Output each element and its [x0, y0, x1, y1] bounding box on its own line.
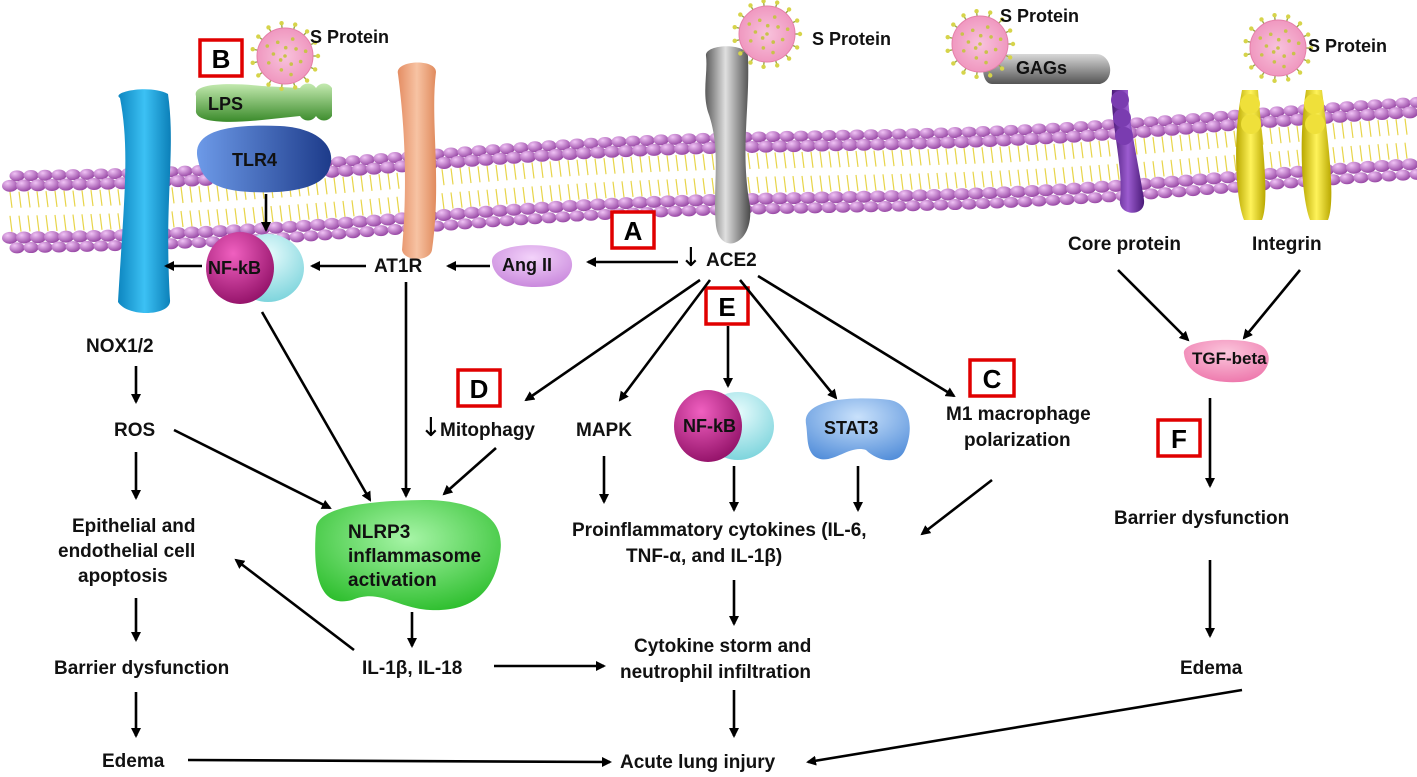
- stat3-blob: STAT3: [805, 398, 910, 461]
- apoptosis-label-line3: apoptosis: [78, 566, 168, 587]
- arrow-edema-right-to-acute-lung-injury: [806, 688, 1243, 766]
- lps-label: LPS: [208, 94, 243, 114]
- il1b-il18-label: IL-1β, IL-18: [362, 658, 462, 679]
- panel-label-b: B: [198, 38, 244, 78]
- m1-macrophage-label-line2: polarization: [964, 430, 1071, 451]
- svg-text:A: A: [624, 216, 643, 246]
- nfkb-left-label: NF-kB: [208, 258, 261, 278]
- barrier-dysfunction-left-label: Barrier dysfunction: [54, 658, 229, 679]
- arrow-il1b-to-apoptosis: [234, 558, 355, 652]
- s-protein-label-integrin: S Protein: [1308, 36, 1387, 56]
- svg-text:F: F: [1171, 424, 1187, 454]
- apoptosis-label-line1: Epithelial and: [72, 516, 196, 537]
- arrow-ace2-to-mitophagy: [524, 278, 701, 402]
- cytokine-storm-label-line1: Cytokine storm and: [634, 636, 811, 657]
- arrow-ace2-to-mapk: [618, 279, 712, 402]
- svg-text:C: C: [983, 364, 1002, 394]
- arrow-ace2-to-m1: [757, 274, 956, 398]
- nlrp3-blob: NLRP3 inflammasome activation: [315, 500, 501, 611]
- arrow-core-protein-to-tgf: [1117, 269, 1190, 342]
- arrow-ros-to-nlrp3: [173, 428, 332, 510]
- panel-label-a: A: [610, 210, 656, 250]
- integrin-shape: [1236, 90, 1332, 220]
- nox12-protein: [118, 89, 171, 314]
- tgf-beta-blob: TGF-beta: [1183, 339, 1269, 383]
- barrier-dysfunction-right-label: Barrier dysfunction: [1114, 508, 1289, 529]
- arrow-nfkb-to-nlrp3: [260, 311, 372, 502]
- pathway-arrows: [131, 194, 1302, 767]
- stat3-label: STAT3: [824, 418, 878, 438]
- m1-macrophage-label-line1: M1 macrophage: [946, 404, 1091, 425]
- proinflammatory-cytokines-label-line1: Proinflammatory cytokines (IL-6,: [572, 520, 867, 541]
- s-protein-label-tlr4: S Protein: [310, 27, 389, 47]
- proinflammatory-cytokines-label-line2: TNF-α, and IL-1β): [626, 546, 782, 567]
- ang2-blob: Ang II: [491, 245, 573, 287]
- panel-label-c: C: [968, 358, 1016, 398]
- svg-text:E: E: [718, 292, 735, 322]
- ace2-label: ACE2: [706, 250, 757, 271]
- nfkb-mid-label: NF-kB: [683, 416, 736, 436]
- svg-text:B: B: [212, 44, 231, 74]
- nlrp3-label-line3: activation: [348, 570, 437, 591]
- gags-chain: GAGs: [983, 54, 1111, 84]
- s-protein-label-ace2: S Protein: [812, 29, 891, 49]
- mitophagy-label: Mitophagy: [440, 420, 535, 441]
- s-protein-label-gags: S Protein: [1000, 6, 1079, 26]
- edema-left-label: Edema: [102, 751, 165, 772]
- panel-label-e: E: [704, 286, 750, 326]
- arrow-m1-to-cytokines: [920, 478, 993, 536]
- at1r-label: AT1R: [374, 256, 422, 277]
- arrow-integrin-to-tgf: [1242, 269, 1302, 340]
- mapk-label: MAPK: [576, 420, 632, 441]
- arrow-edema-to-acute-lung-injury: [187, 756, 612, 767]
- ang2-label: Ang II: [502, 255, 552, 275]
- gags-label: GAGs: [1016, 58, 1067, 78]
- tlr4-receptor: TLR4: [196, 125, 332, 193]
- core-protein-label: Core protein: [1068, 234, 1181, 255]
- edema-right-label: Edema: [1180, 658, 1243, 679]
- nfkb-complex-mid: NF-kB: [674, 390, 774, 462]
- nlrp3-label-line1: NLRP3: [348, 522, 410, 543]
- core-protein-shape: [1111, 90, 1145, 213]
- ace2-protein: [705, 46, 751, 244]
- nfkb-complex-left: NF-kB: [206, 232, 304, 304]
- at1r-protein: [397, 62, 437, 259]
- ros-label: ROS: [114, 420, 155, 441]
- tgf-beta-label: TGF-beta: [1192, 349, 1267, 368]
- arrow-mitophagy-to-nlrp3: [442, 447, 497, 496]
- svg-text:D: D: [470, 374, 489, 404]
- sars-cov-2-virions: [250, 0, 1314, 92]
- cytokine-storm-label-line2: neutrophil infiltration: [620, 662, 811, 683]
- nox12-label: NOX1/2: [86, 336, 154, 357]
- panel-label-f: F: [1156, 418, 1202, 458]
- ace2-decrease-arrow: ↓: [680, 243, 702, 273]
- nlrp3-label-line2: inflammasome: [348, 546, 481, 567]
- panel-label-d: D: [456, 368, 502, 408]
- integrin-label: Integrin: [1252, 234, 1322, 255]
- mitophagy-decrease-arrow: ↓: [420, 413, 442, 443]
- tlr4-label: TLR4: [232, 150, 277, 170]
- lps-molecule: LPS: [195, 83, 332, 122]
- apoptosis-label-line2: endothelial cell: [58, 541, 195, 562]
- acute-lung-injury-label: Acute lung injury: [620, 752, 776, 773]
- arrow-ace2-to-stat3: [738, 279, 838, 400]
